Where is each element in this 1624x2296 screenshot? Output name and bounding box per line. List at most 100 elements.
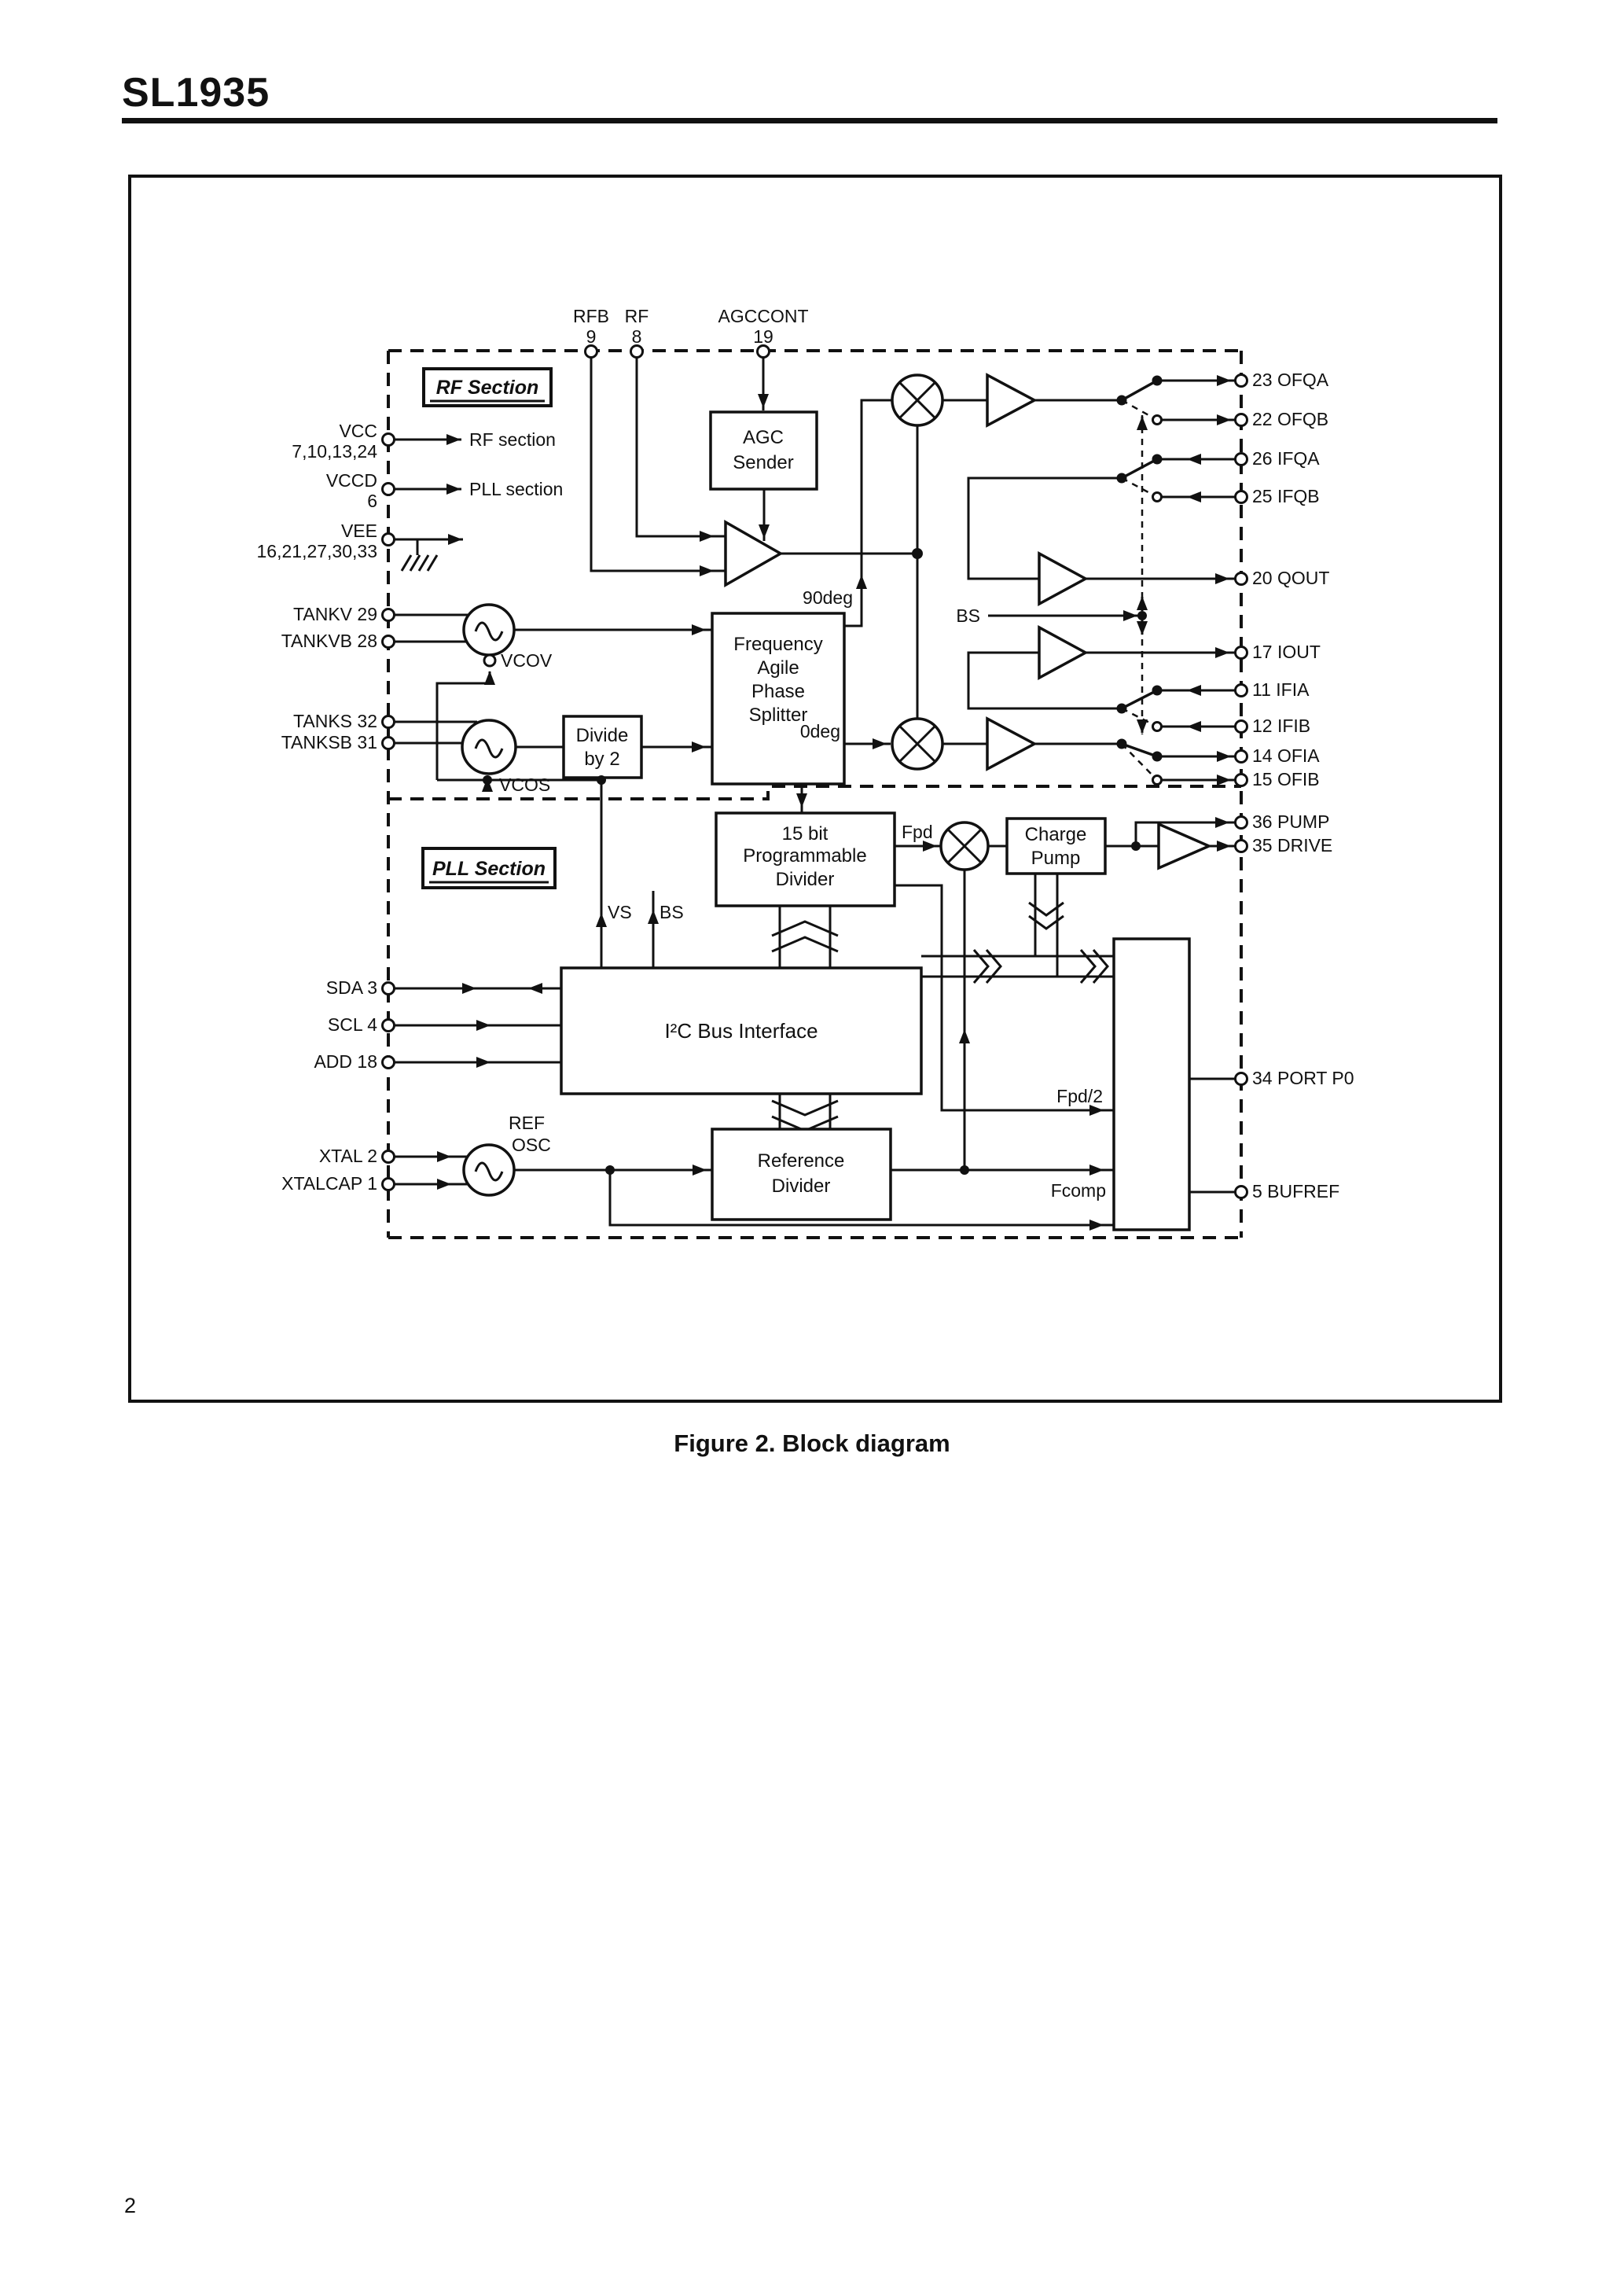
pin-label-ifqb: 25 IFQB — [1252, 486, 1320, 506]
splitter-label-3: Phase — [751, 681, 805, 702]
signal-labels: RF section PLL section VCOV VCOS 90deg 0… — [469, 429, 1106, 1201]
mixer-icons — [891, 373, 990, 871]
drive-amp-icon — [1157, 822, 1213, 870]
agc-label-1: AGC — [743, 427, 784, 448]
ref-oscillator-icon — [462, 1143, 516, 1197]
figure-caption: Figure 2. Block diagram — [674, 1429, 950, 1457]
ref-divider-block: Reference Divider — [711, 1128, 892, 1221]
block-diagram: AGC Sender Frequency Agile Phase Splitte… — [257, 306, 1354, 1239]
label-osc: OSC — [512, 1135, 551, 1155]
pin-label-tanksb: TANKSB 31 — [281, 732, 377, 752]
label-ref: REF — [509, 1113, 545, 1133]
pin-num-rfb: 9 — [586, 326, 597, 347]
pin-label-scl: SCL 4 — [328, 1014, 377, 1035]
pin-circles — [381, 344, 1248, 1199]
page-title: SL1935 — [122, 70, 270, 116]
pin-label-ofia: 14 OFIA — [1252, 745, 1320, 766]
pin-label-ifib: 12 IFIB — [1252, 716, 1310, 736]
div2-label-2: by 2 — [584, 749, 619, 770]
pin-labels: RFB 9 RF 8 AGCCONT 19 VCC 7,10,13,24 VCC… — [257, 306, 1354, 1201]
q-mixer-amp-icon — [986, 373, 1038, 428]
vcov-oscillator-icon — [462, 603, 516, 668]
cp-label-1: Charge — [1025, 824, 1087, 845]
progdiv-label-1: 15 bit — [782, 823, 829, 844]
mixer-90deg-icon — [891, 373, 944, 427]
splitter-label-2: Agile — [757, 657, 799, 679]
pin-label-add: ADD 18 — [314, 1051, 377, 1072]
splitter-label-1: Frequency — [733, 634, 822, 655]
pin-label-vcc: VCC — [339, 421, 377, 441]
refdiv-label-1: Reference — [758, 1150, 845, 1172]
i2c-label: I²C Bus Interface — [664, 1019, 818, 1043]
pin-num-rf: 8 — [632, 326, 642, 347]
pin-label-rf: RF — [625, 306, 649, 326]
pin-label-sda: SDA 3 — [326, 977, 377, 998]
charge-pump-block: Charge Pump — [1005, 817, 1107, 875]
progdiv-label-2: Programmable — [743, 845, 866, 867]
svg-text:PLL Section: PLL Section — [432, 858, 546, 880]
iout-amp-icon — [1038, 625, 1089, 680]
pin-nums-vee: 16,21,27,30,33 — [257, 541, 377, 561]
mixer-0deg-icon — [891, 717, 944, 771]
label-rf-section-dest: RF section — [469, 429, 556, 450]
agc-sender-block: AGC Sender — [709, 410, 818, 491]
label-vs: VS — [608, 902, 632, 922]
phase-detector-icon — [939, 821, 990, 871]
pll-section-label: PLL Section — [421, 847, 557, 889]
pin-label-tankv: TANKV 29 — [293, 604, 377, 624]
page-number: 2 — [124, 2194, 137, 2217]
label-fpd2: Fpd/2 — [1056, 1086, 1103, 1106]
label-bs-rf: BS — [956, 605, 980, 626]
splitter-label-4: Splitter — [749, 705, 808, 726]
phase-splitter-block: Frequency Agile Phase Splitter — [711, 612, 846, 786]
qout-amp-icon — [1038, 551, 1089, 606]
amplifier-icons — [724, 373, 1213, 870]
pin-num-agccont: 19 — [753, 326, 773, 347]
rf-section-label: RF Section — [422, 367, 553, 407]
pin-label-rfb: RFB — [573, 306, 609, 326]
pin-label-bufref: 5 BUFREF — [1252, 1181, 1339, 1201]
pin-label-iout: 17 IOUT — [1252, 642, 1321, 662]
pin-label-vccd: VCCD — [326, 470, 377, 491]
cp-label-2: Pump — [1031, 848, 1081, 869]
figure-frame: AGC Sender Frequency Agile Phase Splitte… — [128, 175, 1502, 1403]
label-fcomp: Fcomp — [1051, 1180, 1106, 1201]
pin-label-drive: 35 DRIVE — [1252, 835, 1332, 855]
port-latch-block — [1112, 937, 1191, 1231]
pin-nums-vcc: 7,10,13,24 — [292, 441, 377, 462]
bus-arrows — [771, 901, 1109, 1132]
pin-label-ofib: 15 OFIB — [1252, 769, 1320, 789]
pin-label-qout: 20 QOUT — [1252, 568, 1329, 588]
i2c-block: I²C Bus Interface — [560, 966, 923, 1095]
pin-label-pump: 36 PUMP — [1252, 811, 1329, 832]
pin-label-ofqb: 22 OFQB — [1252, 409, 1328, 429]
pin-label-tankvb: TANKVB 28 — [281, 631, 377, 651]
label-bs-pll: BS — [660, 902, 684, 922]
divide-by-2-block: Divide by 2 — [562, 715, 643, 779]
label-0deg: 0deg — [800, 721, 840, 741]
label-vcov: VCOV — [501, 650, 553, 671]
label-vcos: VCOS — [499, 775, 550, 795]
section-borders — [387, 349, 1243, 1239]
agc-label-2: Sender — [733, 452, 793, 473]
pin-label-tanks: TANKS 32 — [293, 711, 377, 731]
pin-label-portp0: 34 PORT P0 — [1252, 1068, 1354, 1088]
rf-amp-icon — [724, 519, 784, 588]
pin-label-ifqa: 26 IFQA — [1252, 448, 1320, 469]
pin-nums-vccd: 6 — [367, 491, 377, 511]
pin-label-xtalcap: XTALCAP 1 — [281, 1173, 377, 1194]
pin-label-xtal: XTAL 2 — [319, 1146, 377, 1166]
refdiv-label-2: Divider — [772, 1176, 831, 1197]
title-rule — [122, 118, 1497, 123]
pin-label-ifia: 11 IFIA — [1252, 679, 1310, 700]
junctions — [483, 375, 1163, 1175]
progdiv-label-3: Divider — [776, 869, 835, 890]
pin-label-agccont: AGCCONT — [718, 306, 809, 326]
svg-text:RF Section: RF Section — [436, 377, 539, 399]
label-pll-section-dest: PLL section — [469, 479, 563, 499]
label-90deg: 90deg — [803, 587, 853, 608]
div2-label-1: Divide — [576, 725, 629, 746]
wires — [388, 358, 1235, 1231]
pin-label-ofqa: 23 OFQA — [1252, 370, 1329, 390]
